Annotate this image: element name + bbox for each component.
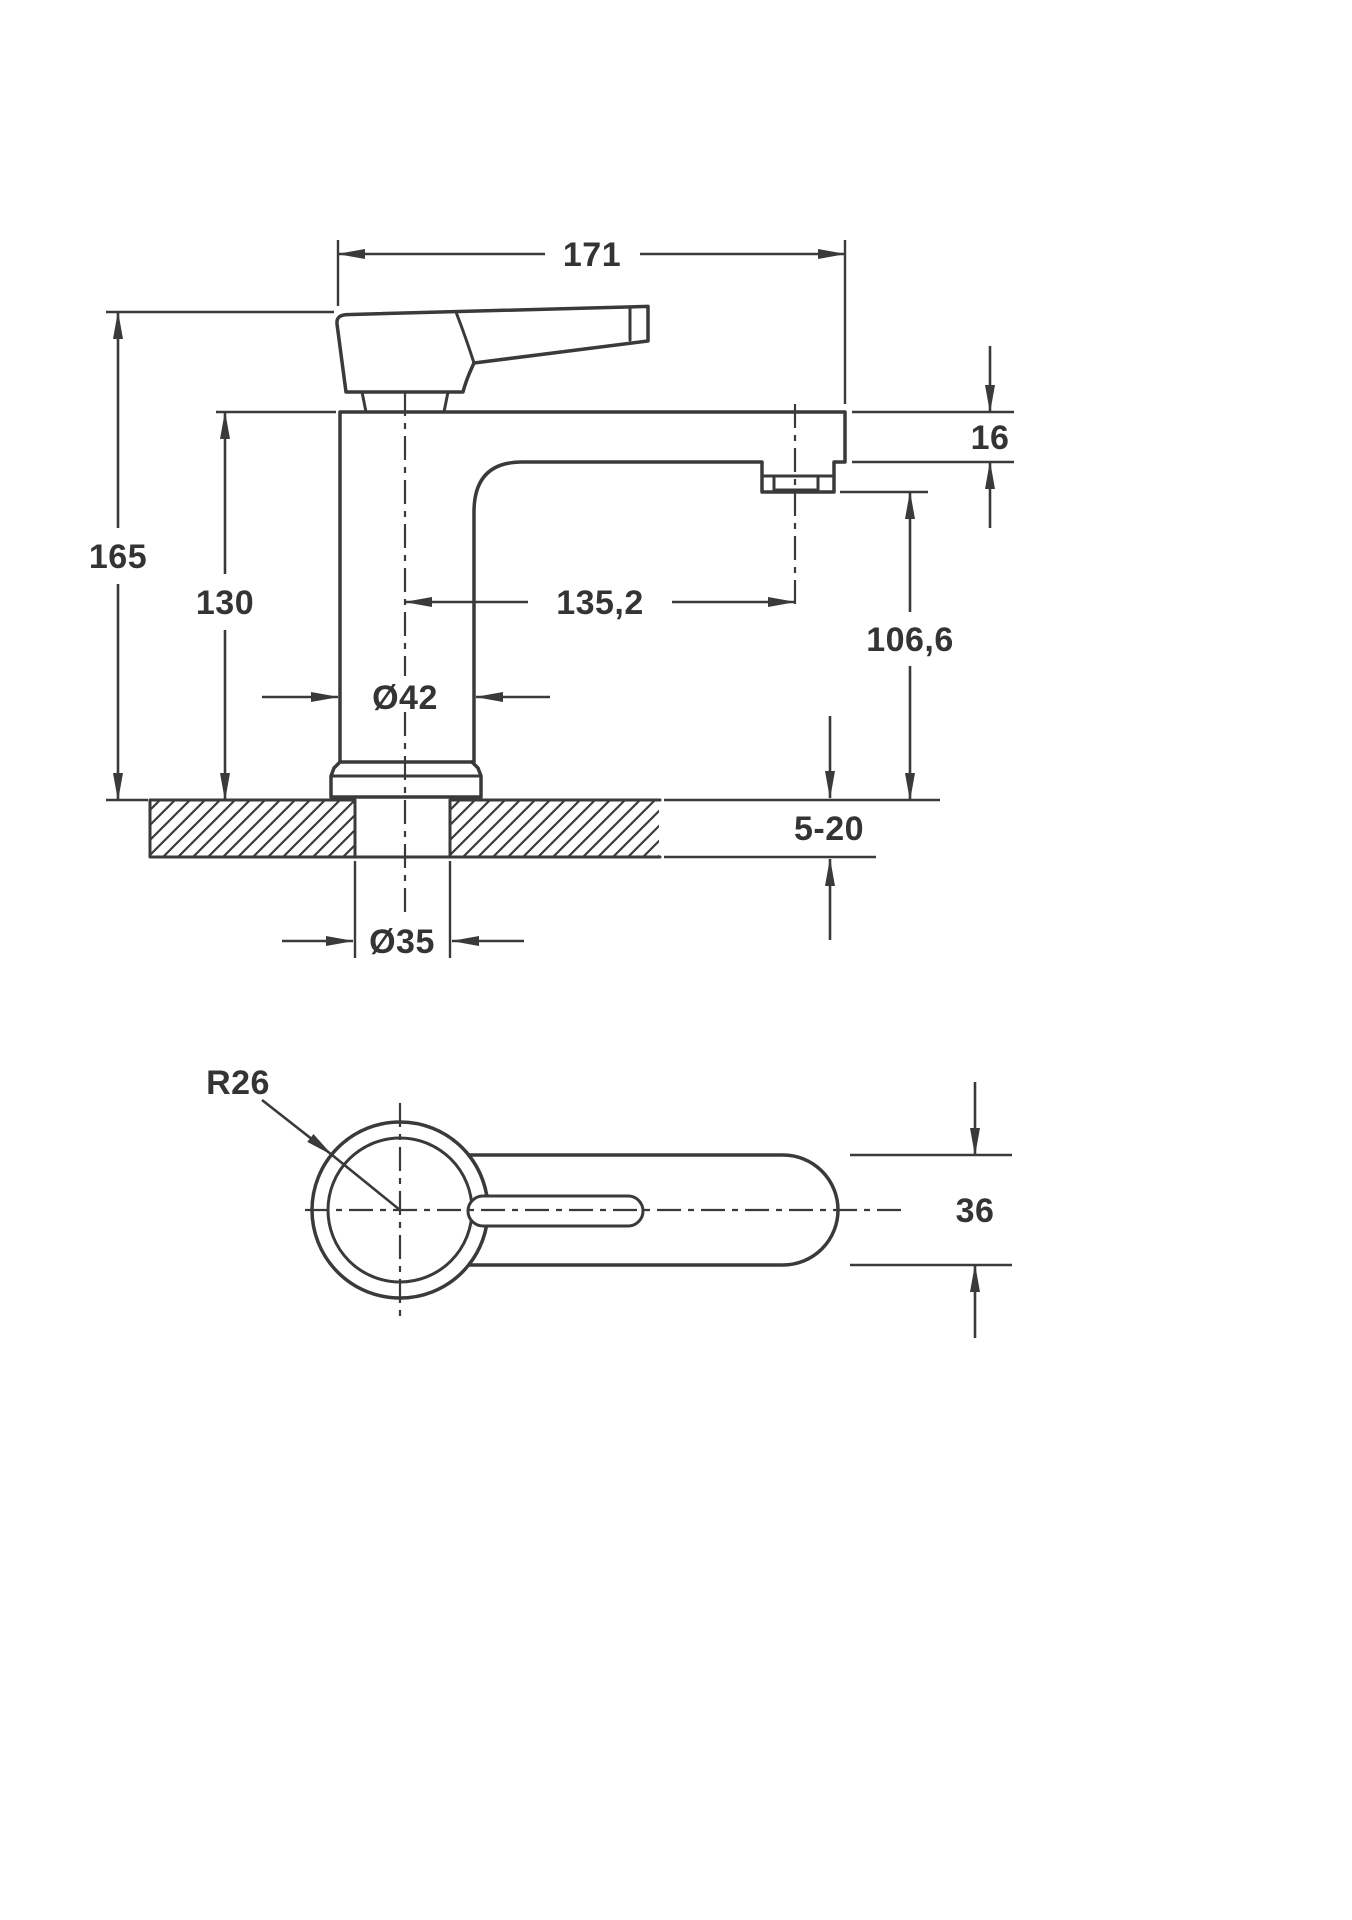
dim-overall-width: 171 bbox=[336, 236, 847, 404]
dim-value: 5-20 bbox=[794, 810, 864, 848]
dim-value: Ø35 bbox=[369, 923, 435, 961]
dim-handle-width: 36 bbox=[850, 1082, 1012, 1338]
dim-value: Ø42 bbox=[372, 679, 438, 717]
dim-value: R26 bbox=[206, 1064, 270, 1102]
leader-line bbox=[261, 1098, 333, 1156]
dim-extension-line bbox=[353, 861, 452, 958]
leader-line-to-center bbox=[330, 1153, 401, 1212]
dim-value: 36 bbox=[956, 1192, 995, 1230]
top-view: R26 36 bbox=[206, 1064, 1012, 1338]
lever-cap-separation-line bbox=[454, 310, 476, 365]
dim-outlet-height: 106,6 bbox=[664, 490, 954, 802]
base-flange-outline bbox=[329, 760, 483, 799]
body-and-spout-outline bbox=[338, 410, 847, 764]
aerator bbox=[772, 474, 820, 492]
dim-spout-thickness: 16 bbox=[852, 346, 1014, 528]
dim-value: 106,6 bbox=[866, 621, 954, 659]
handle-lever-outline bbox=[335, 304, 650, 394]
handle-neck bbox=[360, 390, 450, 414]
side-view-dimensions: 171 165 130 16 135,2 bbox=[89, 236, 1014, 961]
dim-body-diameter: Ø42 bbox=[262, 679, 550, 717]
dim-deck-thickness: 5-20 bbox=[664, 716, 876, 940]
dim-value: 165 bbox=[89, 538, 147, 576]
dim-height-to-spout: 130 bbox=[196, 410, 336, 801]
dim-overall-height: 165 bbox=[89, 310, 334, 802]
side-view bbox=[148, 304, 847, 918]
dim-value: 16 bbox=[971, 419, 1010, 457]
top-view-centerlines bbox=[305, 1103, 905, 1318]
dim-spout-reach: 135,2 bbox=[404, 584, 796, 622]
dim-handle-radius: R26 bbox=[206, 1064, 401, 1212]
dim-value: 135,2 bbox=[556, 584, 644, 622]
dim-value: 130 bbox=[196, 584, 254, 622]
dim-hole-diameter: Ø35 bbox=[282, 861, 524, 961]
countertop-hatch-right bbox=[451, 801, 659, 856]
dim-extension-line bbox=[850, 1153, 1012, 1267]
countertop-hatch-left bbox=[151, 801, 354, 856]
dim-value: 171 bbox=[563, 236, 621, 274]
